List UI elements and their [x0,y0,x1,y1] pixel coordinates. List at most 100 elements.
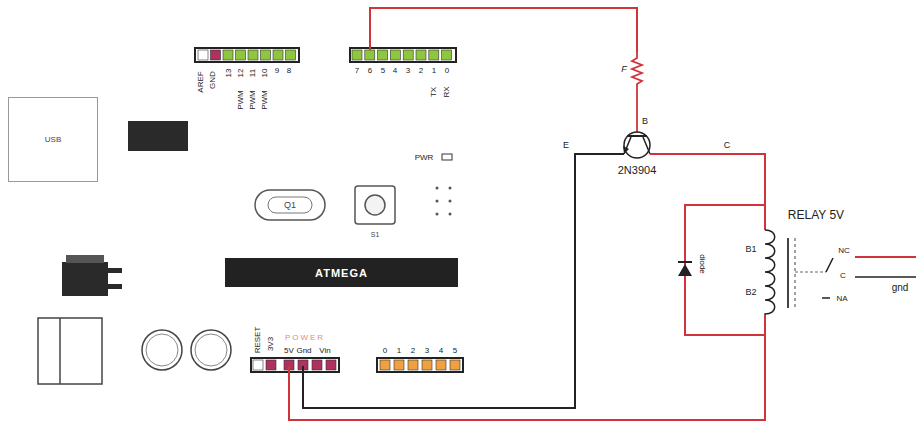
crystal-body [268,197,312,213]
pin-label: 8 [287,67,291,75]
transistor-label: E [563,141,569,150]
power-led [442,154,452,160]
usb-chip [128,121,188,151]
transistor-label: 2N3904 [618,165,657,176]
digital-header [195,48,299,62]
transistor-symbol [624,132,650,158]
relay-label: RELAY 5V [788,209,844,221]
header-pin [429,50,439,60]
supply-wire [289,315,765,420]
regulator-tab [66,255,104,263]
header-pin [248,50,258,60]
diode-label: diode [698,254,706,274]
relay-label: gnd [892,283,909,293]
header-pin [394,360,404,370]
resistor-label: F [621,65,627,74]
pin-label: 0 [445,67,449,75]
relay-label: NA [836,295,847,303]
regulator-pin [108,284,122,289]
relay-label: B1 [745,245,756,254]
voltage-regulator [62,262,108,296]
header-pin [211,50,221,60]
button-cap [365,195,385,215]
pin-label: 5 [381,67,385,75]
common-wire [855,276,916,278]
pin-label: TX [430,87,438,97]
relay-label: B2 [745,288,756,297]
pin-label: Q1 [284,201,296,210]
pin-label: 3 [406,67,410,75]
pin-label: Gnd [296,347,311,355]
header-pin [273,50,283,60]
pin-label: 5V [284,347,294,355]
header-pin [286,50,296,60]
digital-header [350,48,456,62]
pin-label: 2 [411,347,415,355]
pin-label: POWER [285,334,325,342]
header-pin [403,50,413,60]
header-pin [253,360,263,370]
icsp-header [436,187,452,216]
usb-connector: USB [8,97,98,182]
pin-label: 10 [261,69,269,78]
reset-button [355,186,395,224]
pin-label: 1 [432,67,436,75]
collector-wire [650,154,765,230]
header-pin [408,360,418,370]
part-label: ATMEGA [315,267,368,279]
pin-label: Vin [319,347,330,355]
crystal-outline [255,190,325,220]
pin-label: RESET [254,327,262,354]
pin-label: 3 [425,347,429,355]
header-pin [266,360,276,370]
header-pin [352,50,362,60]
relay-coil [765,230,775,315]
pin-label: 0 [383,347,387,355]
pin-label: 5 [453,347,457,355]
header-pin [390,50,400,60]
resistor-symbol [632,52,642,132]
transistor-label: B [642,117,648,126]
capacitor [142,330,182,370]
regulator-pin [108,268,122,273]
header-pin [416,50,426,60]
pin-label: 7 [355,67,359,75]
header-pin [436,360,446,370]
pin-label: PWR [415,154,434,162]
part-label: USB [45,135,61,144]
header-pin [450,360,460,370]
relay-core [787,238,789,308]
pin-label: PWM [237,90,245,110]
header-pin [261,50,271,60]
header-pin [326,360,336,370]
pin-label: 12 [237,69,245,78]
pin-label: PWM [261,90,269,110]
header-pin [198,50,208,60]
pin-label: 1 [397,347,401,355]
pin-label: 13 [225,69,233,78]
header-pin [378,50,388,60]
pin-label: 2 [419,67,423,75]
capacitor [191,330,231,370]
header-pin [422,360,432,370]
pin-label: PWM [249,90,257,110]
header-pin [380,360,390,370]
header-pin [442,50,452,60]
pin-label: 3V3 [267,337,275,351]
power-header [251,358,339,372]
transistor-label: C [724,141,731,150]
pin-label: 6 [368,67,372,75]
pin-label: GND [209,71,217,89]
header-pin [365,50,375,60]
header-pin [223,50,233,60]
analog-header [377,358,463,372]
pin-label: 11 [249,69,257,77]
na-contact [822,297,830,299]
nc-wire [855,256,916,258]
signal-wire [370,8,637,52]
header-pin [236,50,246,60]
pin-label: AREF [197,71,205,92]
diode-wire [685,205,765,335]
